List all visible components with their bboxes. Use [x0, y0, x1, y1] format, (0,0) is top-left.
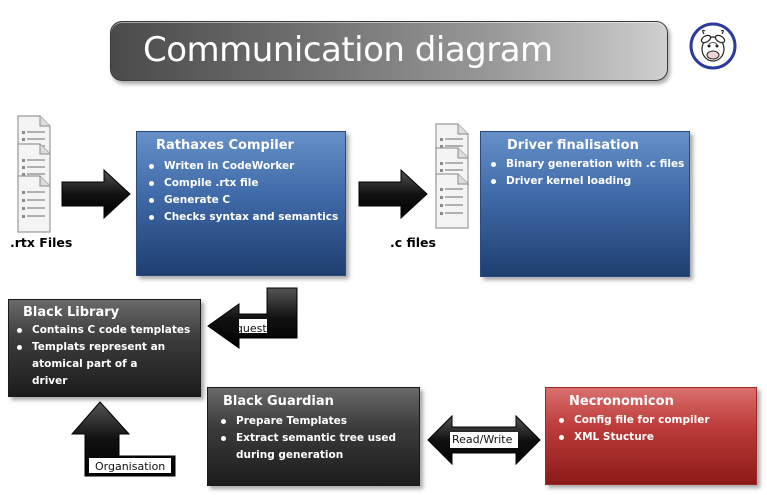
arrow-right-icon [357, 168, 429, 220]
driver-finalisation-list: Binary generation with .c files Driver k… [486, 156, 688, 190]
list-item: Prepare Templates [216, 413, 416, 430]
rtx-document-stack-icon [14, 114, 54, 236]
list-item: Contains C code templates [12, 322, 198, 339]
list-item: Compile .rtx file [144, 175, 344, 192]
necronomicon-list: Config file for compiler XML Stucture [554, 412, 754, 446]
black-library-list: Contains C code templates Templats repre… [12, 322, 198, 390]
request-arrow-icon [205, 286, 301, 350]
list-item: Writen in CodeWorker [144, 158, 344, 175]
list-item: Generate C [144, 192, 344, 209]
necronomicon-title: Necronomicon [569, 394, 674, 409]
list-item: XML Stucture [554, 429, 754, 446]
necronomicon-box: Necronomicon Config file for compiler XM… [545, 387, 757, 485]
cow-logo-icon [689, 22, 737, 70]
driver-finalisation-box: Driver finalisation Binary generation wi… [480, 131, 690, 277]
list-item: Binary generation with .c files [486, 156, 688, 173]
organisation-label: Organisation [95, 460, 166, 473]
black-library-title: Black Library [23, 305, 120, 320]
list-item: Checks syntax and semantics [144, 209, 344, 226]
c-files-label: .c files [390, 235, 436, 250]
black-library-box: Black Library Contains C code templates … [8, 299, 201, 397]
request-label: Request [222, 322, 267, 335]
list-item: Driver kernel loading [486, 173, 688, 190]
diagram-title: Communication diagram [143, 30, 553, 70]
rathaxes-compiler-title: Rathaxes Compiler [156, 138, 294, 153]
black-guardian-box: Black Guardian Prepare Templates Extract… [207, 387, 420, 486]
driver-finalisation-title: Driver finalisation [507, 138, 639, 153]
list-item: Extract semantic tree used during genera… [216, 430, 416, 464]
rathaxes-compiler-list: Writen in CodeWorker Compile .rtx file G… [144, 158, 344, 226]
read-write-arrow-icon [426, 413, 542, 467]
organisation-arrow-icon [69, 400, 179, 478]
title-banner: Communication diagram [110, 21, 668, 81]
c-document-stack-icon [432, 122, 472, 232]
list-item: Config file for compiler [554, 412, 754, 429]
black-guardian-list: Prepare Templates Extract semantic tree … [216, 413, 416, 464]
list-item: Templats represent an atomical part of a… [12, 339, 172, 390]
rathaxes-compiler-box: Rathaxes Compiler Writen in CodeWorker C… [136, 131, 346, 276]
arrow-right-icon [60, 168, 132, 220]
black-guardian-title: Black Guardian [223, 394, 334, 409]
read-write-label: Read/Write [452, 433, 513, 446]
rtx-files-label: .rtx Files [10, 235, 73, 250]
